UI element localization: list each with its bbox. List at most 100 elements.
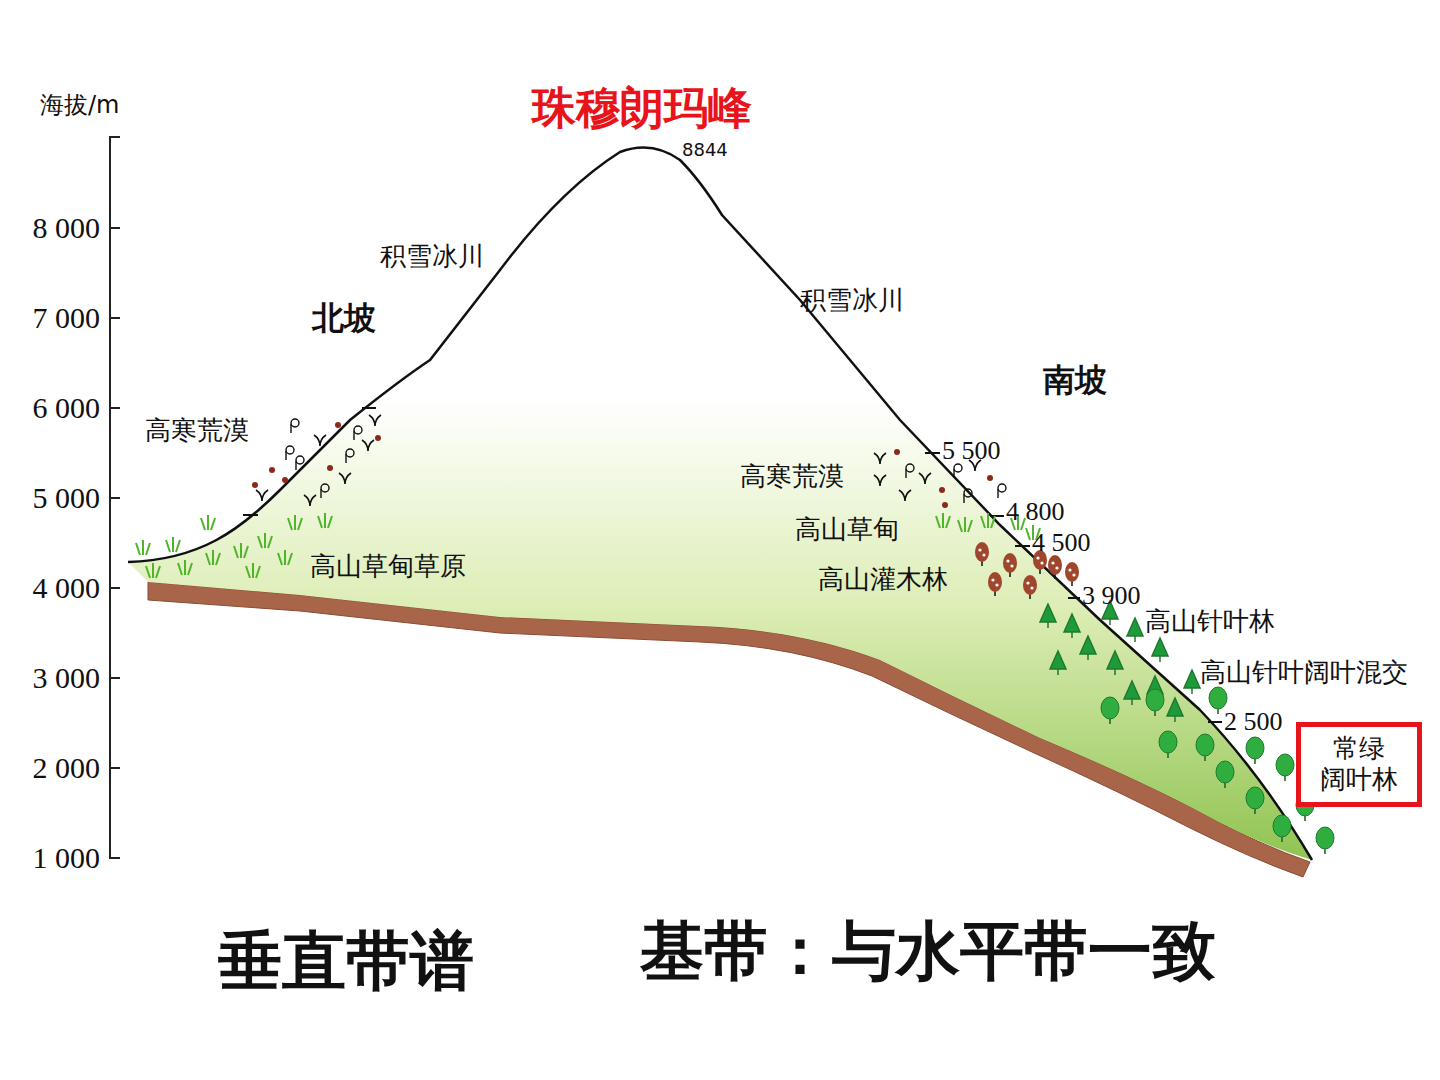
mountain-outline [128, 148, 1312, 861]
grass-symbol [178, 560, 192, 575]
grass-symbol [318, 513, 332, 528]
desert-symbol [335, 422, 341, 428]
grass-symbol [981, 513, 995, 528]
grass-symbol [958, 517, 972, 532]
desert-symbol [339, 473, 351, 484]
desert-symbol [354, 426, 362, 434]
desert-symbol [987, 475, 993, 481]
elevation-mark: 2 500 [1224, 707, 1283, 737]
mountain-body [128, 148, 1312, 861]
desert-symbol [256, 490, 268, 501]
desert-symbol [963, 494, 964, 503]
desert-symbol [919, 473, 931, 484]
shrub-symbol [995, 583, 998, 586]
grass-symbol [234, 543, 248, 558]
desert-symbol [321, 484, 329, 492]
heading: 基带：与水平带一致 [640, 915, 1216, 989]
desert-symbol [285, 451, 286, 460]
shrub-symbol [978, 548, 981, 551]
broadleaf-symbol [1276, 754, 1294, 776]
conifer-symbol [1080, 636, 1096, 660]
elevation-mark: 4 500 [1032, 528, 1091, 558]
desert-symbol [906, 464, 914, 472]
broadleaf-symbol [1246, 737, 1264, 759]
desert-symbol [314, 435, 326, 446]
desert-symbol [269, 467, 275, 473]
shrub-symbol [1023, 575, 1037, 595]
conifer-symbol [1040, 604, 1056, 628]
desert-symbol [899, 490, 911, 501]
shrub-symbol [991, 578, 994, 581]
broadleaf-symbol [1146, 689, 1164, 711]
shrub-symbol [1030, 586, 1033, 589]
grass-symbol [258, 533, 272, 548]
desert-symbol [964, 489, 972, 497]
grass-symbol [278, 550, 292, 565]
desert-symbol [939, 487, 945, 493]
elevation-ticks [243, 408, 1222, 722]
desert-symbol [874, 453, 886, 464]
desert-symbol [346, 449, 354, 457]
desert-symbol [362, 440, 374, 451]
broadleaf-symbol [1159, 731, 1177, 753]
desert-symbol [997, 489, 998, 498]
shrub-symbol [1010, 564, 1013, 567]
conifer-symbol [1050, 651, 1066, 675]
conifer-symbol [1064, 614, 1080, 638]
heading: 垂直带谱 [218, 925, 474, 999]
shrub-symbol [1026, 581, 1029, 584]
shrub-symbol [988, 572, 1002, 592]
shrub-symbol [1040, 561, 1043, 564]
desert-symbol [304, 495, 316, 506]
tick-label: 3 000 [33, 661, 101, 696]
desert-symbol [345, 454, 346, 463]
shrub-symbol [982, 553, 985, 556]
desert-symbol [252, 482, 258, 488]
zone-label: 高寒荒漠 [740, 462, 844, 492]
title: 珠穆朗玛峰 [532, 84, 752, 135]
zone-label: 高寒荒漠 [145, 416, 249, 446]
grass-symbol [206, 550, 220, 565]
shrub-symbol [1048, 555, 1062, 575]
broadleaf-symbol [1246, 787, 1264, 809]
zone-label: 积雪冰川 [800, 286, 904, 316]
zone-label: 高山草甸草原 [310, 552, 466, 582]
broadleaf-symbol [1273, 815, 1291, 837]
broadleaf-symbol [1316, 827, 1334, 849]
tick-label: 8 000 [33, 211, 101, 246]
tick-label: 4 000 [33, 571, 101, 606]
tick-label: 1 000 [33, 841, 101, 876]
tick-label: 2 000 [33, 751, 101, 786]
tick-label: 5 000 [33, 481, 101, 516]
grass-symbol [146, 563, 160, 578]
desert-symbol [998, 484, 1006, 492]
shrub-symbol [1068, 568, 1071, 571]
broadleaf-symbol [1101, 697, 1119, 719]
elevation-mark: 3 900 [1082, 581, 1141, 611]
desert-symbol [286, 446, 294, 454]
broadleaf-symbol [1196, 734, 1214, 756]
desert-symbol [320, 489, 321, 498]
axis [110, 137, 120, 858]
zone-label: 高山灌木林 [818, 565, 948, 595]
elevation-mark: 5 500 [942, 436, 1001, 466]
conifer-symbol [1127, 618, 1143, 642]
desert-symbol [353, 431, 354, 440]
tick-label: 7 000 [33, 301, 101, 336]
peak-height: 8844 [682, 140, 728, 161]
desert-symbol [905, 469, 906, 478]
grass-symbol [246, 563, 260, 578]
shrub-symbol [1003, 553, 1017, 573]
zone-box: 常绿 阔叶林 [1296, 722, 1422, 807]
desert-symbol [953, 469, 954, 478]
grass-symbol [288, 515, 302, 530]
desert-symbol [290, 424, 291, 433]
shrub-symbol [1051, 561, 1054, 564]
desert-symbol [327, 465, 333, 471]
conifer-symbol [1124, 681, 1140, 705]
conifer-symbol [1107, 651, 1123, 675]
axis-unit: 海拔/m [40, 92, 119, 120]
zone-label: 常绿 阔叶林 [1307, 733, 1411, 795]
zone-label: 积雪冰川 [380, 242, 484, 272]
